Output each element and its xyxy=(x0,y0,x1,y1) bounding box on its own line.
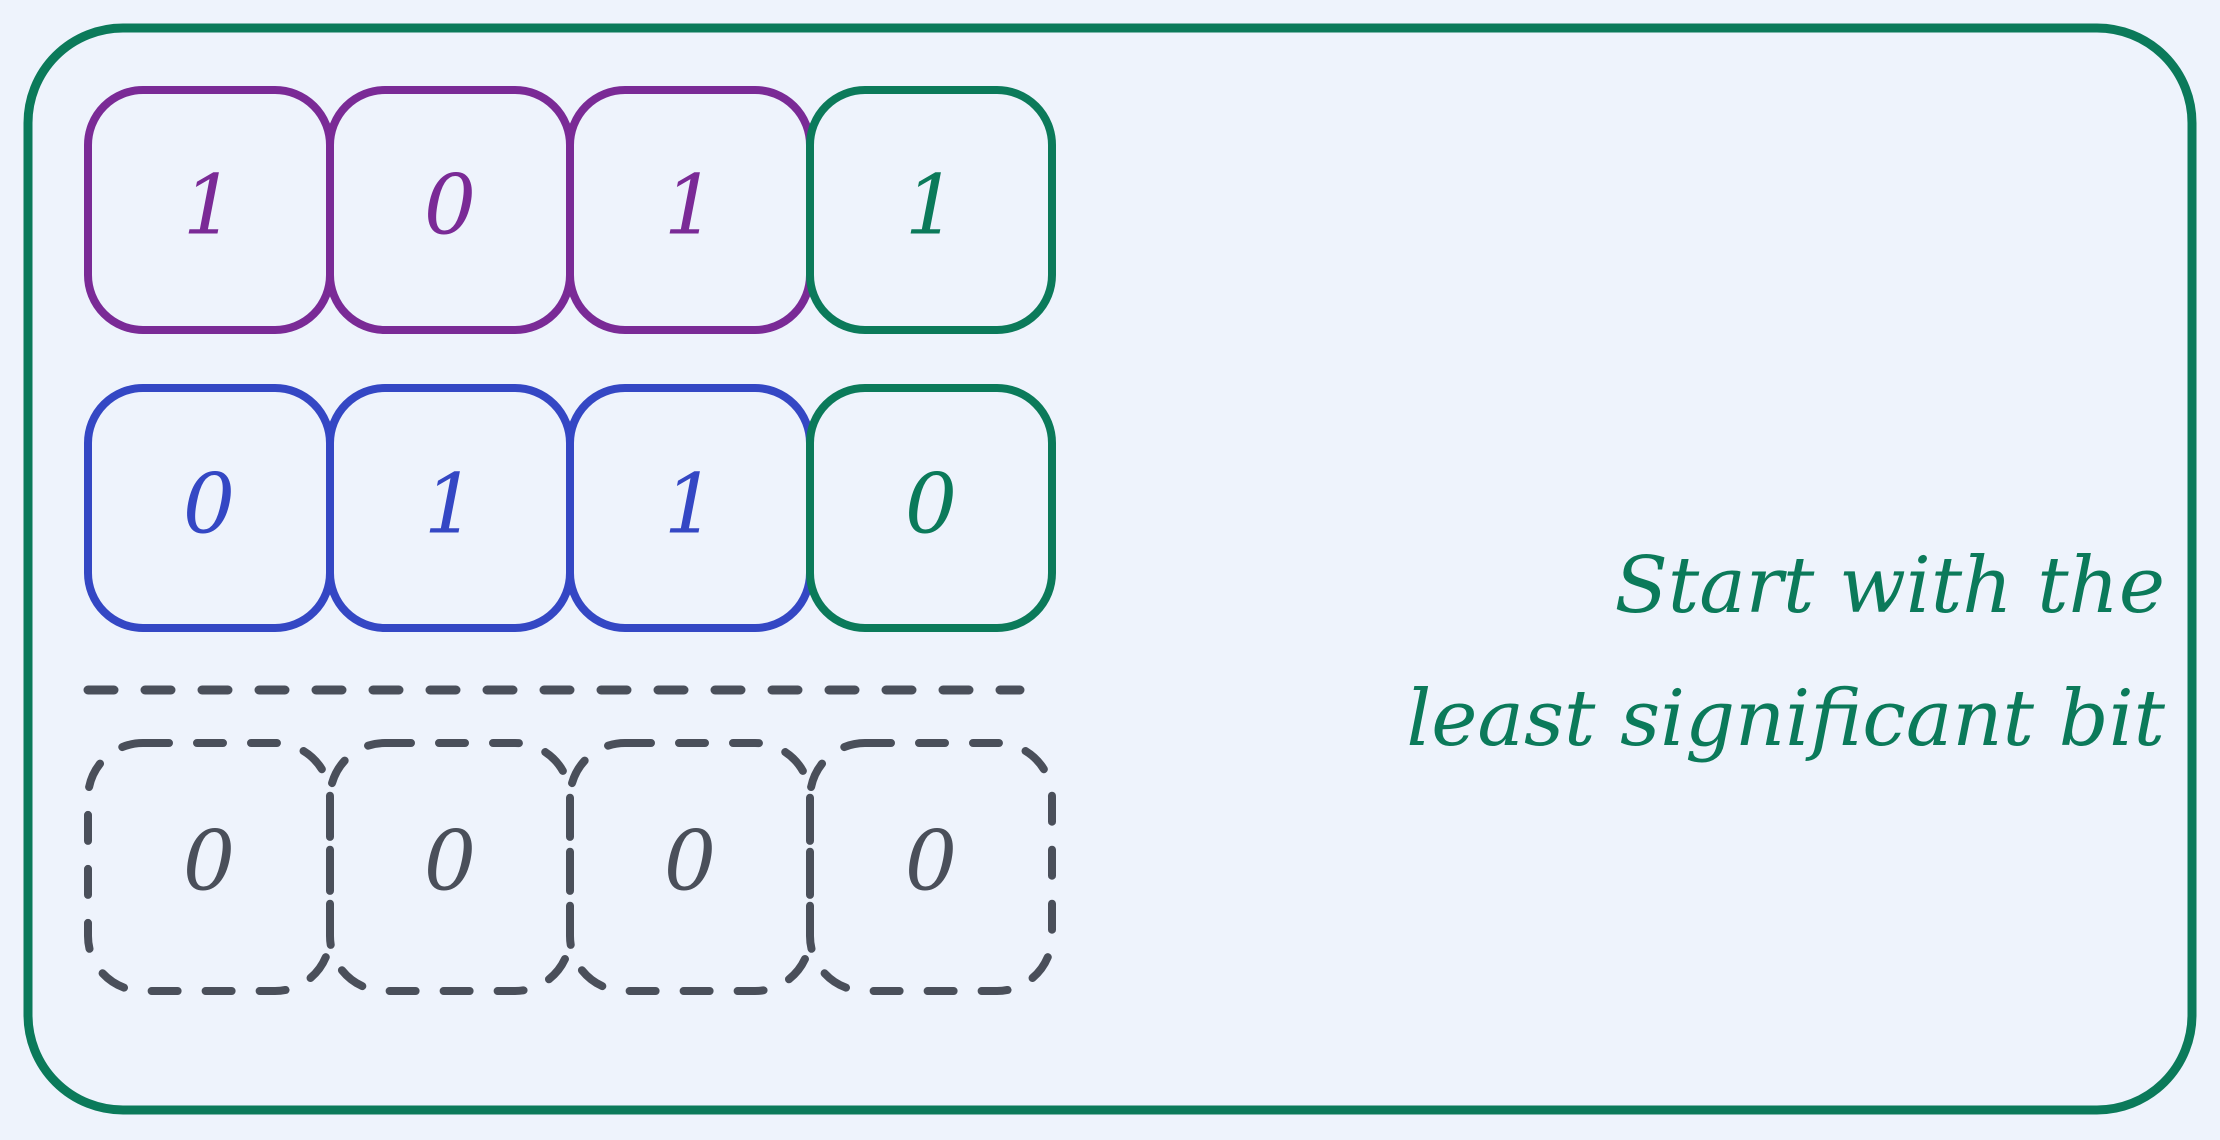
row-b-bit-4: 0 xyxy=(905,458,957,553)
row-a-bit-1: 1 xyxy=(183,159,235,254)
caption-line-1: Start with the xyxy=(1614,541,2165,631)
result-bit-1: 0 xyxy=(183,815,235,910)
row-b: 0 1 1 0 xyxy=(84,384,1056,632)
row-b-bit-3: 1 xyxy=(664,458,716,553)
row-a-cell-4-current xyxy=(806,86,1056,334)
outer-frame xyxy=(23,23,2197,1115)
result-bit-3: 0 xyxy=(664,815,716,910)
result-bit-4: 0 xyxy=(905,815,957,910)
row-a-bit-2: 0 xyxy=(424,159,476,254)
caption-line-2: least significant bit xyxy=(1406,674,2165,764)
row-a-bit-3: 1 xyxy=(664,159,716,254)
row-a-bit-4: 1 xyxy=(905,159,957,254)
row-b-bit-1: 0 xyxy=(183,458,235,553)
row-b-cell-4-current xyxy=(806,384,1056,632)
row-a: 1 0 1 1 xyxy=(84,86,1056,334)
row-b-bit-2: 1 xyxy=(424,458,476,553)
result-bit-2: 0 xyxy=(424,815,476,910)
result-row: 0 0 0 0 xyxy=(84,739,1056,995)
result-cell-4 xyxy=(806,739,1056,995)
